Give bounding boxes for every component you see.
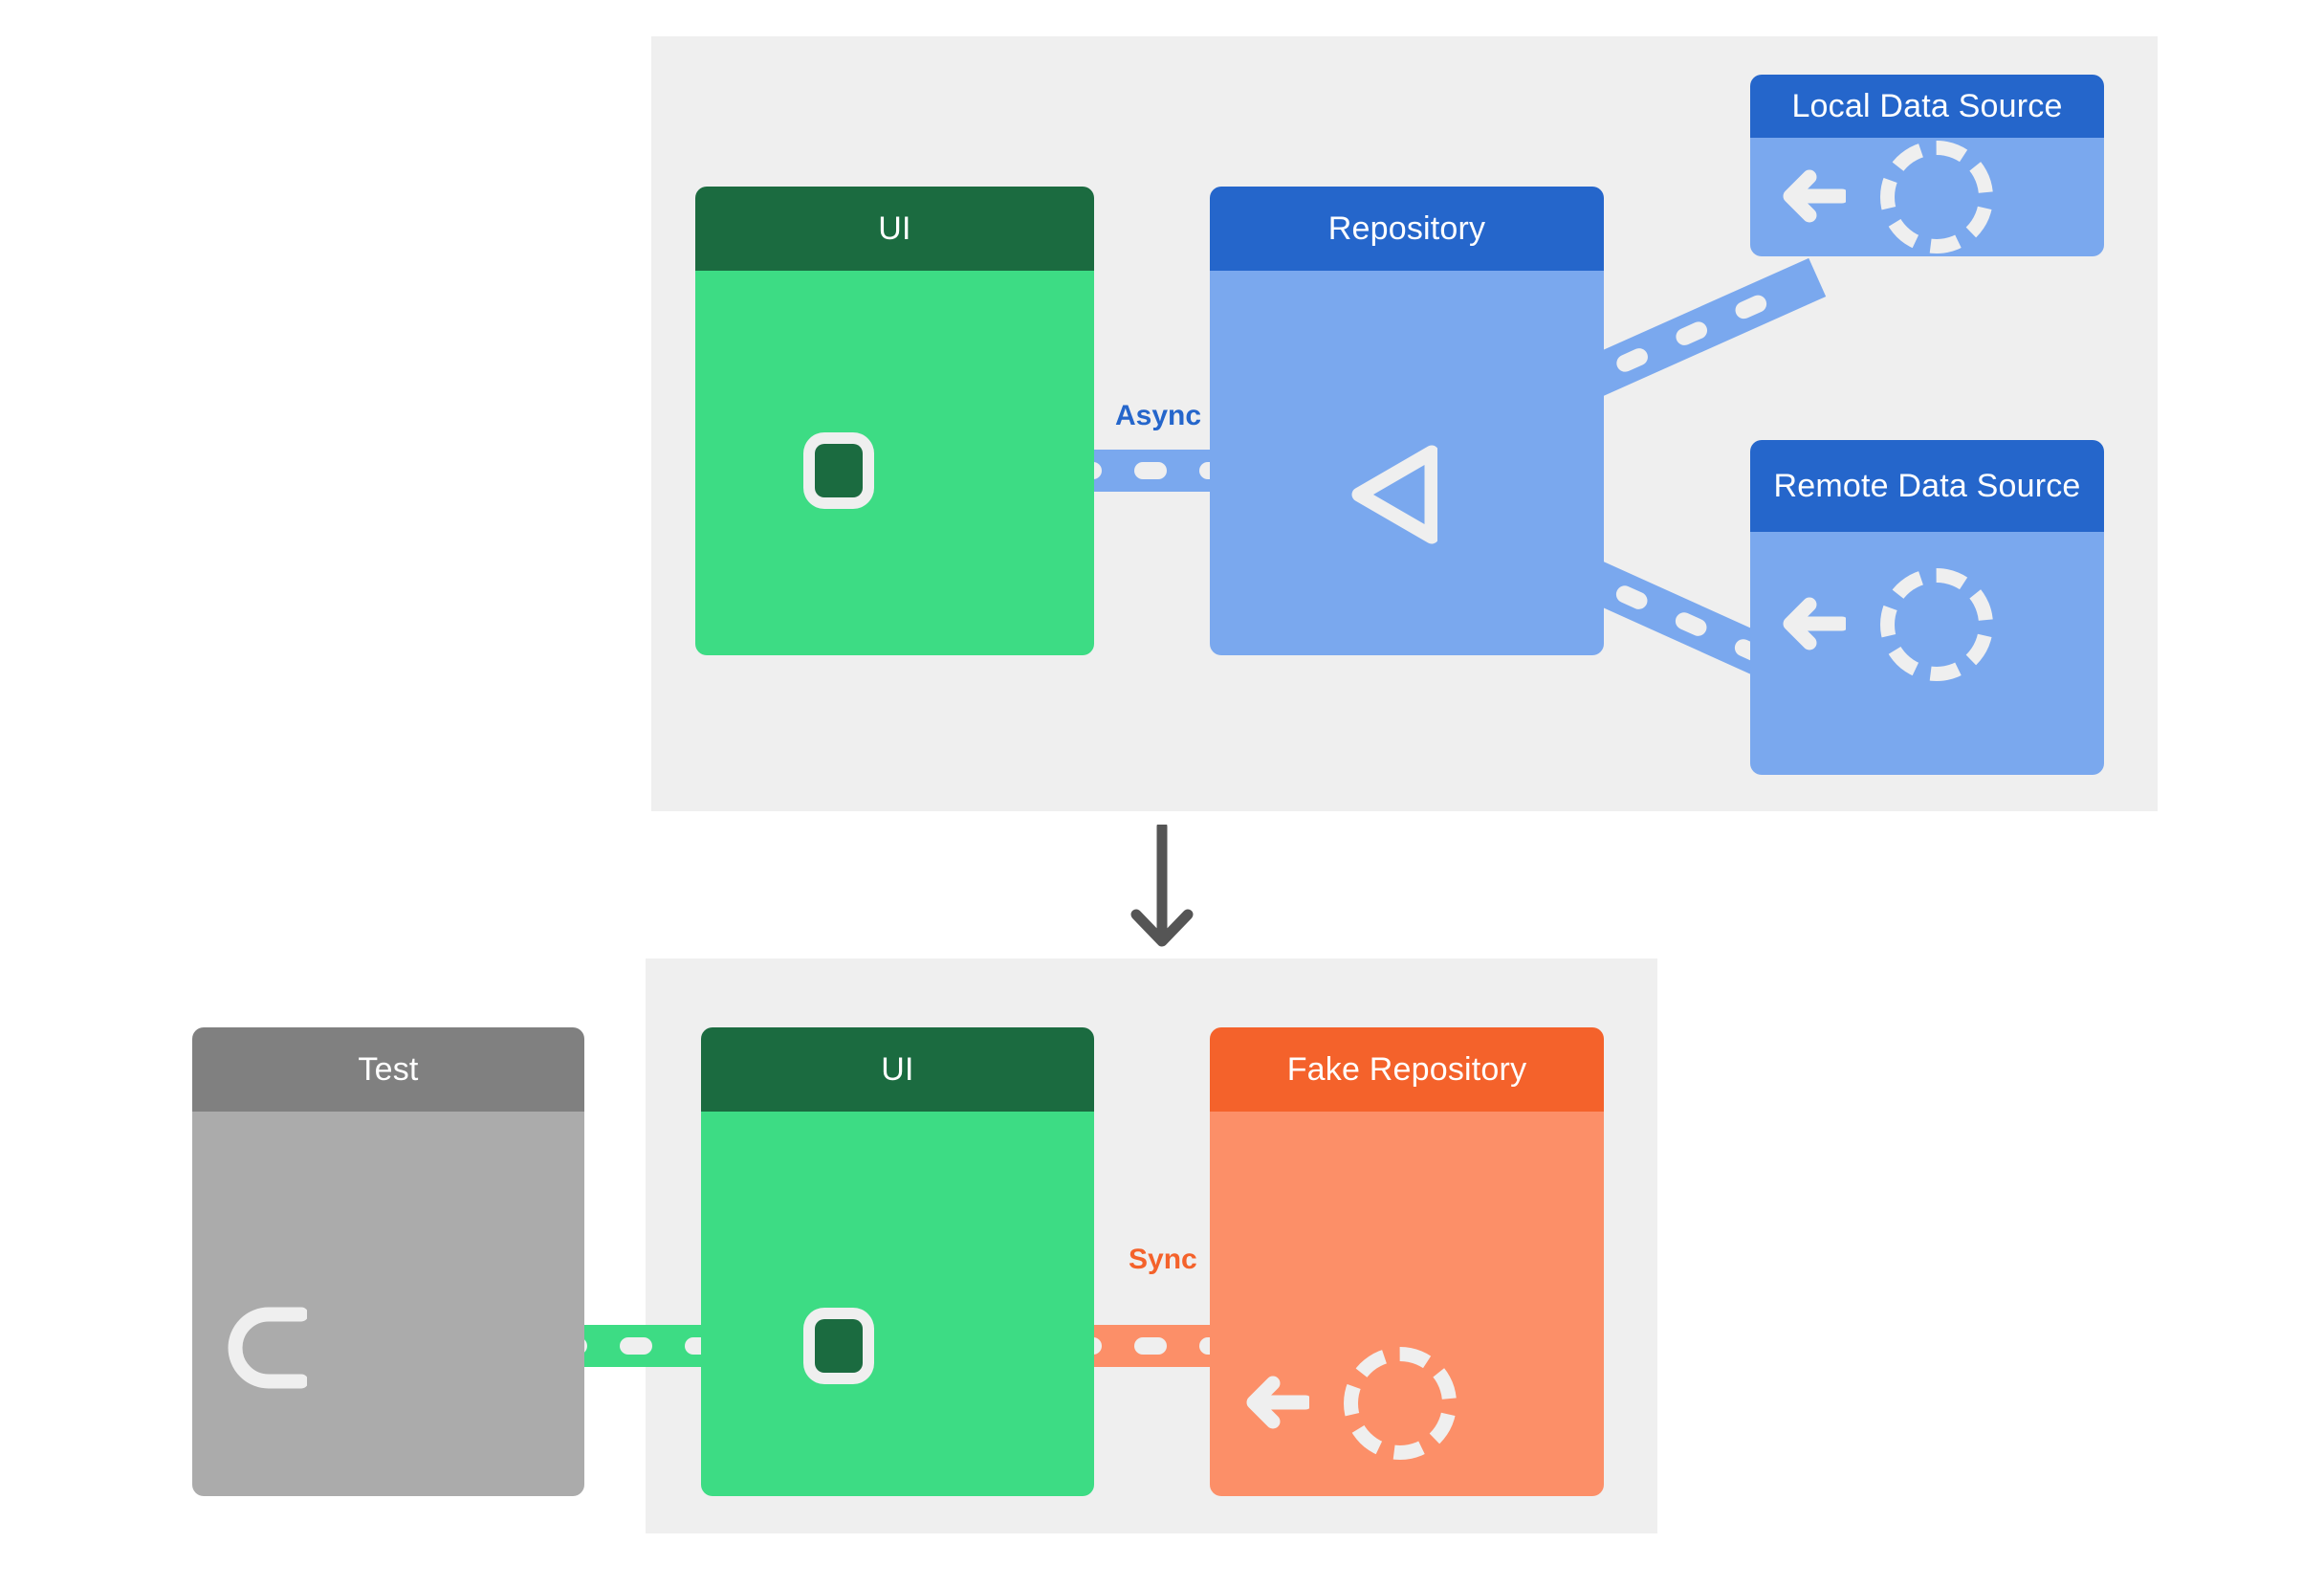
socket-connector-icon xyxy=(227,1307,307,1389)
card-remote-data-source[interactable]: Remote Data Source xyxy=(1750,440,2104,775)
arrow-left-icon xyxy=(1783,168,1846,224)
card-title: Local Data Source xyxy=(1750,75,2104,138)
arrow-left-icon xyxy=(1783,596,1846,651)
card-body xyxy=(1210,1112,1604,1496)
card-title: Repository xyxy=(1210,187,1604,271)
card-test[interactable]: Test xyxy=(192,1027,584,1496)
card-body xyxy=(701,1112,1094,1496)
dashed-circle-icon xyxy=(1344,1347,1457,1460)
card-ui-production[interactable]: UI xyxy=(695,187,1094,655)
card-repository[interactable]: Repository xyxy=(1210,187,1604,655)
card-title: UI xyxy=(701,1027,1094,1112)
card-ui-test[interactable]: UI xyxy=(701,1027,1094,1496)
card-title: UI xyxy=(695,187,1094,271)
connector-label-async: Async xyxy=(1115,400,1202,431)
card-body xyxy=(1750,138,2104,256)
card-title: Remote Data Source xyxy=(1750,440,2104,532)
arrow-down-icon xyxy=(1129,825,1195,951)
arrow-left-icon xyxy=(1246,1375,1309,1430)
card-body xyxy=(1750,532,2104,775)
card-body xyxy=(1210,271,1604,655)
card-body xyxy=(192,1112,584,1496)
card-title: Fake Repository xyxy=(1210,1027,1604,1112)
connector-label-sync: Sync xyxy=(1129,1244,1197,1275)
card-local-data-source[interactable]: Local Data Source xyxy=(1750,75,2104,256)
card-title: Test xyxy=(192,1027,584,1112)
card-fake-repository[interactable]: Fake Repository xyxy=(1210,1027,1604,1496)
dashed-circle-icon xyxy=(1880,568,1993,681)
card-body xyxy=(695,271,1094,655)
dashed-circle-icon xyxy=(1880,141,1993,253)
plug-connector-icon xyxy=(803,432,874,509)
plug-connector-icon xyxy=(803,1308,874,1384)
merge-triangle-icon xyxy=(1349,445,1437,544)
